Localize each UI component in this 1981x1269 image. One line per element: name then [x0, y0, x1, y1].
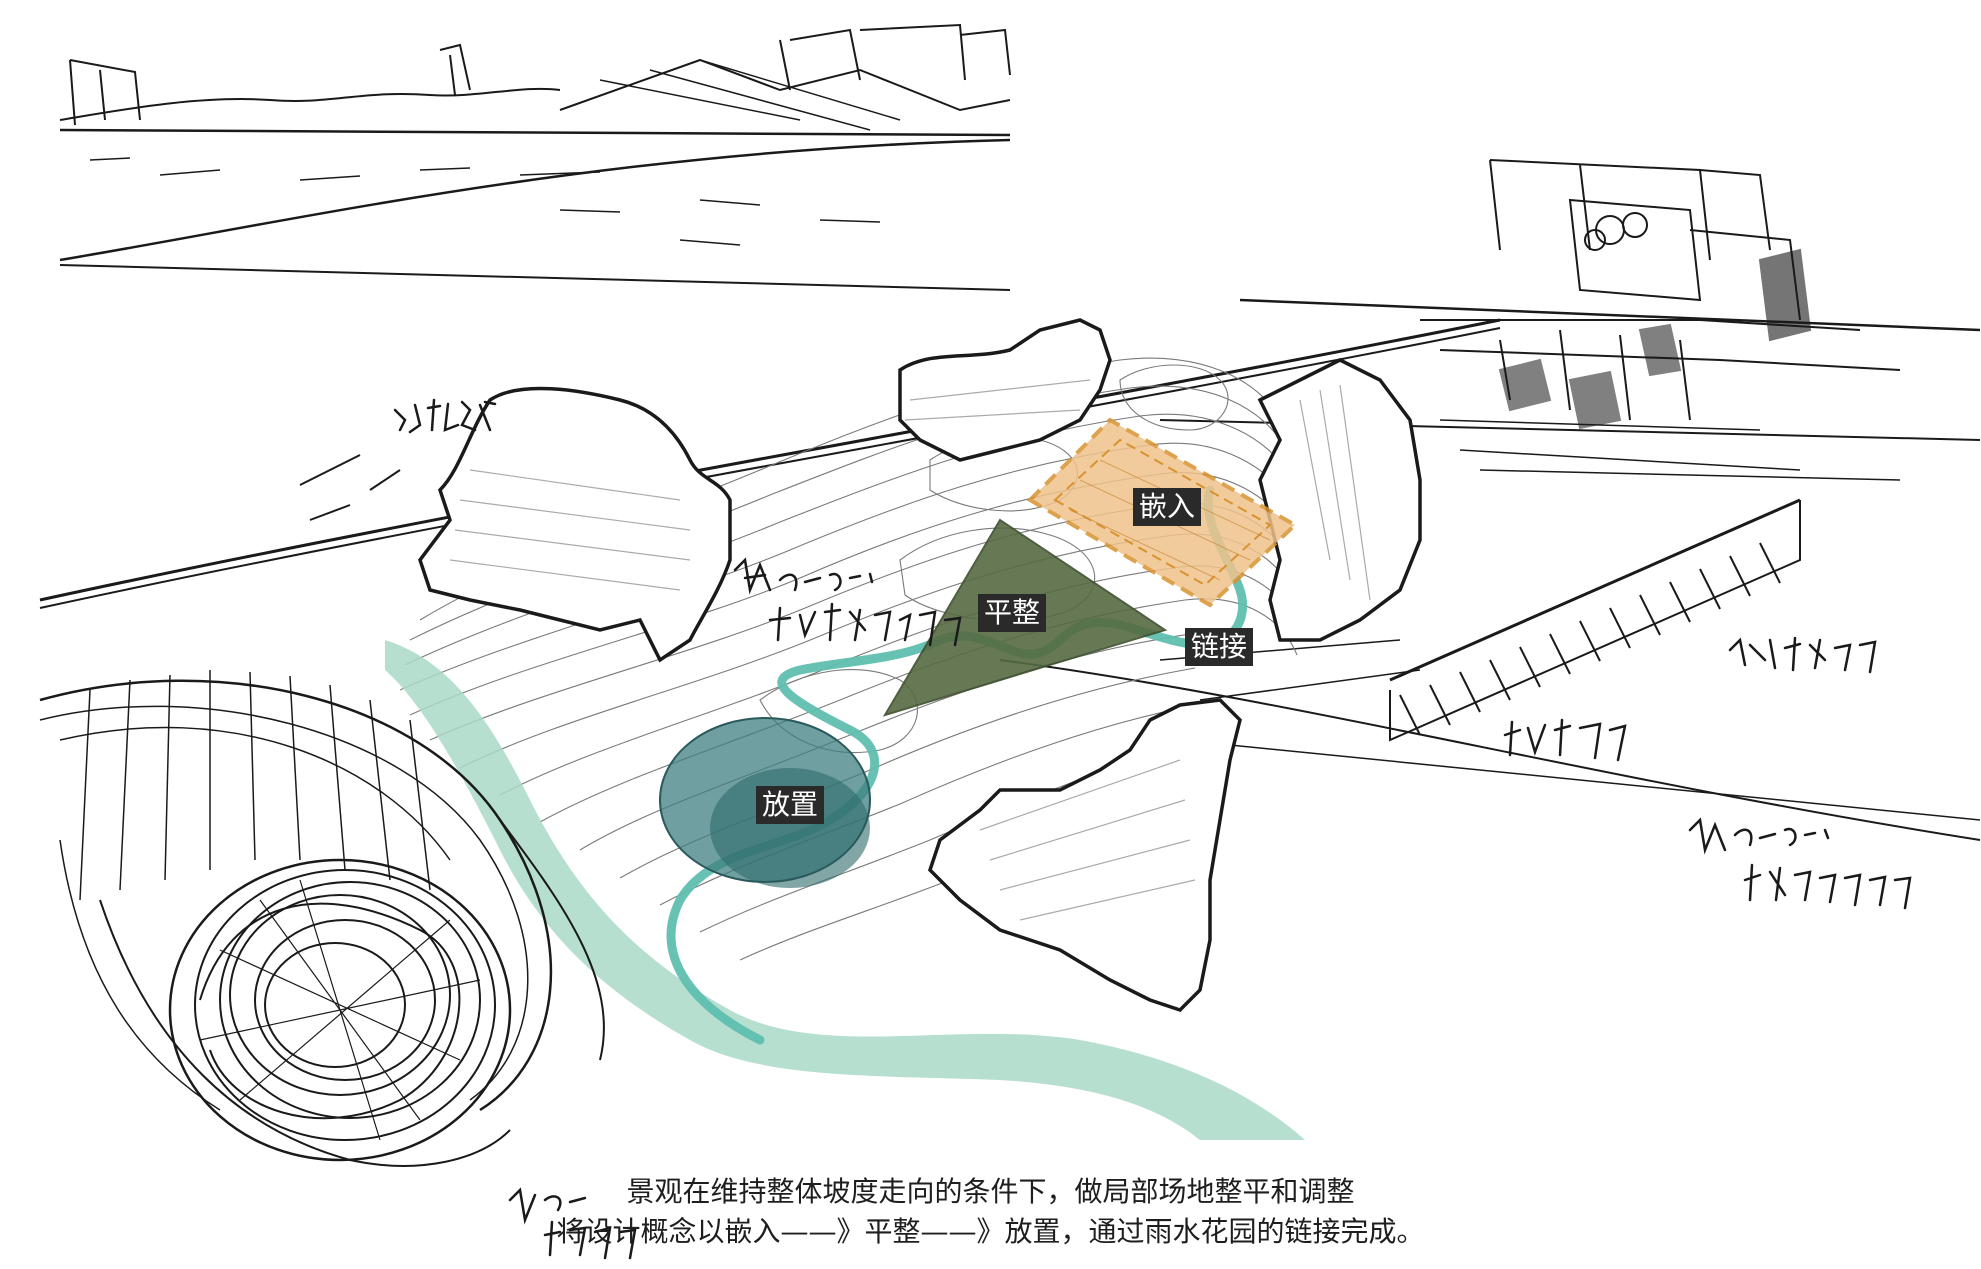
label-level: 平整: [978, 594, 1047, 632]
signature-bottom-left: [508, 1187, 637, 1260]
top-left-river-sketch: [59, 23, 1011, 291]
road-lines: [39, 318, 1981, 841]
top-right-building-sketch: [1159, 159, 1981, 481]
spiral-sketch: [39, 670, 605, 1167]
label-link: 链接: [1185, 628, 1254, 666]
place-circle-inner: [710, 768, 870, 888]
building-right: [1257, 358, 1422, 642]
signature-center-line2: [768, 602, 962, 647]
signature-right: [1688, 817, 1830, 855]
annotation-top-left: [393, 398, 497, 434]
caption-line-2: 将设计概念以嵌入——》平整——》放置，通过雨水花园的链接完成。: [556, 1215, 1425, 1248]
river-band: [385, 640, 1305, 1140]
building-left: [418, 386, 732, 663]
building-bottom: [927, 698, 1242, 1013]
annotation-right-1: [1728, 636, 1877, 674]
annotation-right-2: [1503, 718, 1627, 762]
signature-center: [733, 557, 874, 595]
label-embed: 嵌入: [1133, 488, 1202, 526]
signature-right-line2: [1743, 863, 1912, 910]
buildings: [418, 318, 1422, 1013]
caption-line-1: 景观在维持整体坡度走向的条件下，做局部场地整平和调整: [626, 1175, 1355, 1208]
contour-terrain: [399, 357, 1298, 961]
handwritten-annotations: [393, 398, 1912, 1260]
label-place: 放置: [756, 786, 825, 824]
